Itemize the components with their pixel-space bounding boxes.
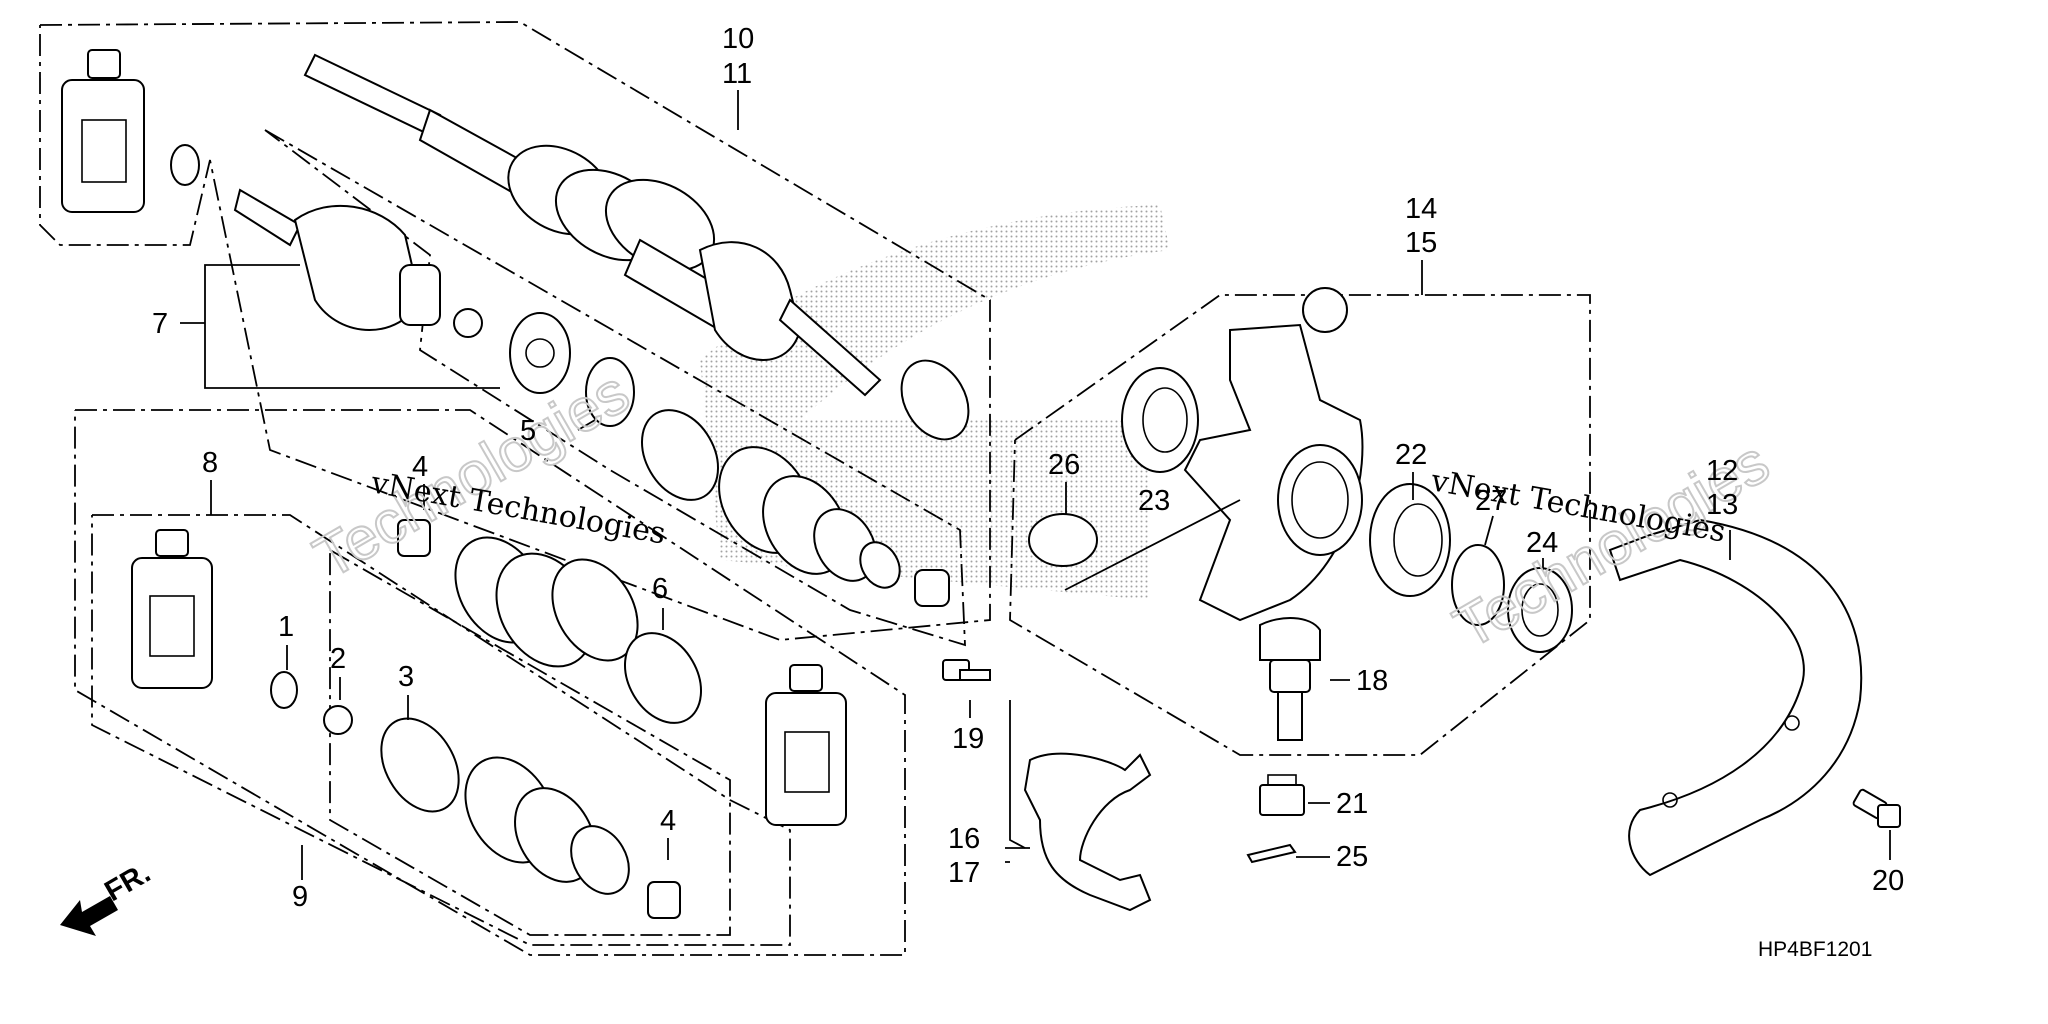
callout-11: 11	[722, 58, 752, 90]
bearing-cage	[509, 312, 571, 394]
callout-26: 26	[1048, 449, 1080, 481]
boot-clamp-middle	[914, 569, 950, 607]
callout-10: 10	[722, 23, 754, 55]
ball-joint-18	[1259, 617, 1321, 741]
boot-lower	[464, 756, 630, 895]
bolt-20	[1852, 788, 1901, 828]
boot-clamp-4-upper	[397, 519, 431, 557]
group-boundary-knuckle	[1009, 294, 1591, 756]
front-direction-arrow	[60, 896, 118, 936]
inner-cv-joint	[233, 188, 441, 331]
callout-19: 19	[952, 723, 984, 755]
boot-middle	[718, 446, 901, 589]
callout-25: 25	[1336, 841, 1368, 873]
group-boundary-bottom	[74, 409, 906, 956]
cotter-pin-25	[1246, 843, 1297, 864]
callout-15: 15	[1405, 227, 1437, 259]
clip-2	[323, 705, 353, 735]
boot-band-3	[380, 717, 460, 813]
callout-9: 9	[292, 881, 308, 913]
callout-23: 23	[1138, 485, 1170, 517]
snap-ring-26	[1028, 513, 1098, 567]
boot-band-middle	[641, 409, 719, 501]
callout-14: 14	[1405, 193, 1437, 225]
leader-lines	[180, 90, 1891, 880]
castle-nut-21	[1259, 774, 1305, 816]
boot-band-6	[624, 632, 702, 724]
diagram-code: HP4BF1201	[1758, 938, 1872, 961]
disc-cover-hole-a	[1784, 715, 1800, 731]
callout-22: 22	[1395, 439, 1427, 471]
circlip-27	[1451, 544, 1505, 626]
steering-knuckle	[1183, 287, 1364, 622]
group-boundary-top-left	[39, 21, 991, 641]
grease-bottle-bottom-left	[131, 529, 213, 689]
drive-shaft-assembly	[303, 53, 882, 397]
callout-21: 21	[1336, 788, 1368, 820]
callout-24: 24	[1526, 527, 1558, 559]
grease-bottle-top	[61, 49, 145, 213]
circlip-top	[170, 144, 200, 186]
callout-4-lower: 4	[660, 805, 676, 837]
callout-17: 17	[948, 857, 980, 889]
boot-lower-upper	[454, 536, 639, 668]
callout-2: 2	[330, 643, 346, 675]
snap-ring-5	[585, 357, 635, 427]
callout-3: 3	[398, 661, 414, 693]
flange-bolt-19	[942, 659, 991, 681]
clip-inner	[453, 308, 483, 338]
callout-18: 18	[1356, 665, 1388, 697]
oil-seal-24	[1507, 567, 1573, 653]
circlip-1	[270, 671, 298, 709]
group-boundary-bottom-boot	[329, 549, 731, 936]
skid-plate-16-17	[1023, 752, 1152, 912]
callout-16: 16	[948, 823, 980, 855]
disc-cover-12-13	[1608, 518, 1863, 877]
callout-6: 6	[652, 573, 668, 605]
callout-13: 13	[1706, 489, 1738, 521]
callout-27: 27	[1475, 485, 1507, 517]
grease-bottle-bottom-right	[765, 664, 847, 826]
callout-4-upper: 4	[412, 451, 428, 483]
wheel-bearing-22	[1369, 483, 1451, 597]
group-boundary-bottom-inner	[91, 514, 791, 946]
boot-band-upper	[900, 359, 970, 441]
callout-7: 7	[152, 308, 168, 340]
boot-clamp-4-lower	[647, 881, 681, 919]
callout-20: 20	[1872, 865, 1904, 897]
callout-12: 12	[1706, 455, 1738, 487]
callout-1: 1	[278, 611, 294, 643]
disc-cover-hole-b	[1662, 792, 1678, 808]
callout-5: 5	[520, 415, 536, 447]
callout-8: 8	[202, 447, 218, 479]
oil-seal-23	[1121, 367, 1199, 473]
